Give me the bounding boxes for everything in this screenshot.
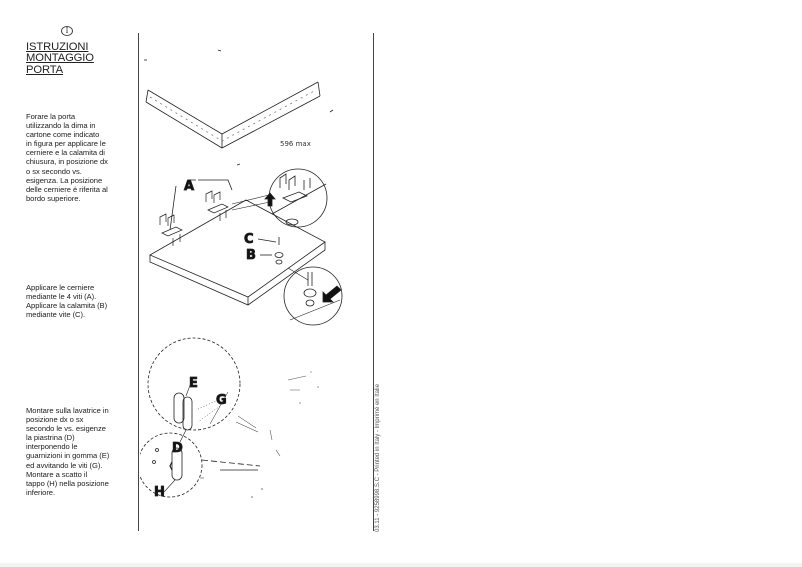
text-line: Forare la porta xyxy=(26,112,76,121)
instruction-apply-hinges: Applicare le cerniere mediante le 4 viti… xyxy=(26,283,138,319)
text-line: in figura per applicare le xyxy=(26,139,106,149)
title-line-1: ISTRUZIONI xyxy=(26,41,89,53)
text-line: Applicare la calamita (B) xyxy=(26,301,108,311)
column-divider-right xyxy=(373,33,374,531)
label-a: A xyxy=(184,179,194,194)
label-c: C xyxy=(244,232,254,247)
text-line: chiusura, in posizione dx xyxy=(26,157,108,167)
text-line: posizione dx o sx xyxy=(26,415,84,425)
text-line: Applicare le cerniere xyxy=(26,283,95,292)
text-line: cerniere e la calamita di xyxy=(26,148,105,158)
text-line: tappo (H) nella posizione xyxy=(26,478,109,488)
text-line: delle cerniere é riferita al xyxy=(26,184,108,194)
text-line: mediante vite (C). xyxy=(26,310,86,320)
instruction-mount-plate: Montare sulla lavatrice in posizione dx … xyxy=(26,406,138,497)
text-line: interponendo le xyxy=(26,442,78,452)
text-line: utilizzando la dima in xyxy=(26,121,96,131)
text-line: guarnizioni in gomma (E) xyxy=(26,451,110,461)
hinge-figure: A C B xyxy=(149,168,343,326)
text-line: Montare a scatto il xyxy=(26,469,88,479)
machine-figure: E G D H xyxy=(137,337,319,500)
label-d: D xyxy=(172,441,183,456)
label-g: G xyxy=(216,393,227,408)
text-line: ed avvitando le viti (G). xyxy=(26,460,103,470)
label-b: B xyxy=(246,248,256,263)
illustrations: 596 max A xyxy=(137,30,370,530)
language-badge-italian: I xyxy=(61,26,73,36)
template-figure: 596 max xyxy=(144,49,334,166)
title-line-3: PORTA xyxy=(26,63,64,76)
text-line: mediante le 4 viti (A). xyxy=(26,292,97,302)
dimension-label: 596 max xyxy=(280,140,311,148)
text-line: cartone come indicato xyxy=(26,130,100,140)
text-line: inferiore. xyxy=(26,487,56,497)
label-h: H xyxy=(154,485,165,500)
page-title: ISTRUZIONI MONTAGGIO PORTA xyxy=(26,41,136,76)
column-divider-left xyxy=(138,33,139,531)
text-line: o sx secondo vs. xyxy=(26,166,82,176)
text-line: la piastrina (D) xyxy=(26,433,75,443)
text-line: Montare sulla lavatrice in xyxy=(26,406,109,415)
title-line-2: MONTAGGIO xyxy=(26,52,94,65)
text-line: bordo superiore. xyxy=(26,193,81,203)
text-line: esigenza. La posizione xyxy=(26,175,103,185)
text-line: secondo le vs. esigenze xyxy=(26,424,106,434)
page-bottom-band xyxy=(0,563,802,567)
label-e: E xyxy=(189,376,198,391)
print-footer: 03.11 - 9258998.S.C - Printed in Italy -… xyxy=(375,384,381,532)
instruction-drill-door: Forare la porta utilizzando la dima in c… xyxy=(26,112,138,203)
